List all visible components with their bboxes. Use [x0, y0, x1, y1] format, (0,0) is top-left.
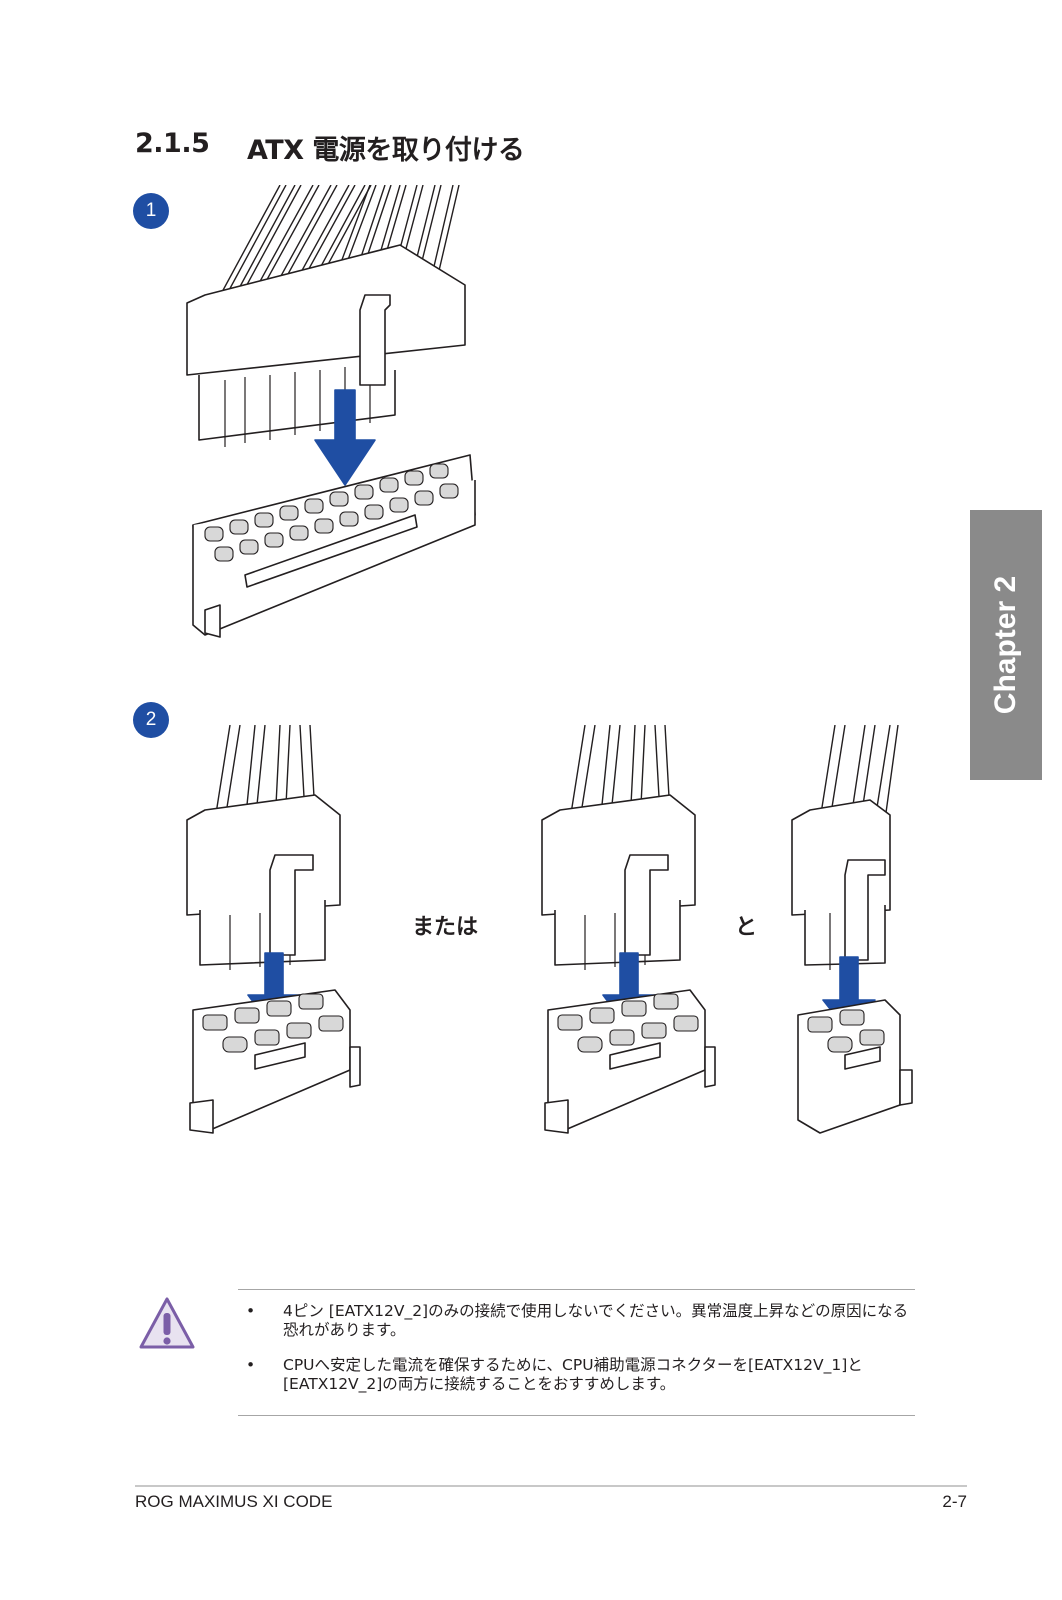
footer-divider: [135, 1485, 967, 1487]
warning-triangle-icon: [139, 1297, 195, 1349]
and-label: と: [735, 915, 758, 940]
section-number: 2.1.5: [135, 128, 210, 159]
caution-note-list: 4ピン [EATX12V_2]のみの接続で使用しないでください。異常温度上昇など…: [238, 1290, 915, 1394]
footer-page-number: 2-7: [942, 1492, 967, 1511]
atx-24pin-illustration: [186, 185, 476, 638]
caution-note-box: 4ピン [EATX12V_2]のみの接続で使用しないでください。異常温度上昇など…: [238, 1289, 915, 1416]
or-label: または: [412, 915, 479, 940]
eatx12v-8pin-illustration-b: [541, 725, 716, 1134]
chapter-tab-label: Chapter 2: [989, 575, 1022, 715]
step-2-badge: 2: [133, 702, 169, 738]
section-title: ATX 電源を取り付ける: [247, 135, 525, 166]
caution-note-item: 4ピン [EATX12V_2]のみの接続で使用しないでください。異常温度上昇など…: [238, 1302, 915, 1340]
eatx12v-8pin-illustration-a: [186, 725, 361, 1134]
footer-product-name: ROG MAXIMUS XI CODE: [135, 1492, 333, 1511]
caution-note-item: CPUへ安定した電流を確保するために、CPU補助電源コネクターを[EATX12V…: [238, 1356, 915, 1394]
chapter-tab: Chapter 2: [970, 510, 1042, 780]
eatx12v-4pin-illustration: [791, 725, 913, 1134]
step-1-badge: 1: [133, 193, 169, 229]
section-heading: 2.1.5 ATX 電源を取り付ける: [135, 128, 525, 167]
